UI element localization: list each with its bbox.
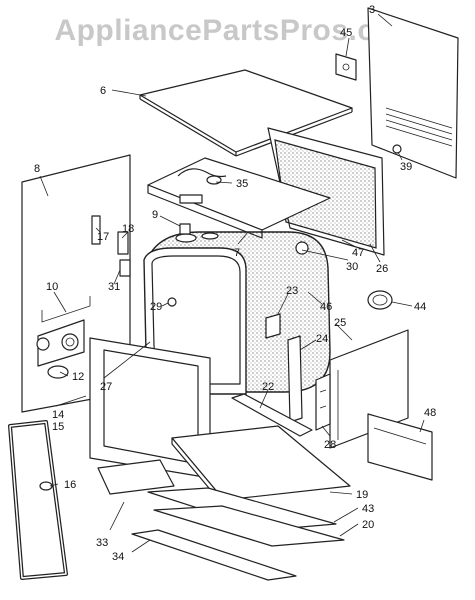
gasket-clip: [39, 481, 53, 491]
callout-34: 34: [112, 551, 124, 563]
top-frame: [147, 157, 331, 239]
watermark: AppliancePartsPros.com: [54, 14, 421, 47]
callout-39: 39: [400, 161, 412, 173]
callout-17: 17: [97, 231, 109, 243]
callout-22: 22: [262, 381, 274, 393]
callout-29: 29: [150, 301, 162, 313]
callout-48: 48: [424, 407, 436, 419]
callout-25: 25: [334, 317, 346, 329]
callout-3: 3: [369, 4, 375, 16]
callout-24: 24: [316, 333, 328, 345]
callout-18: 18: [122, 223, 134, 235]
bottom-trim: [131, 487, 345, 581]
top-cover: [139, 69, 353, 157]
callout-9: 9: [152, 209, 158, 221]
callout-14: 14: [52, 409, 64, 421]
callout-43: 43: [362, 503, 374, 515]
callout-30: 30: [346, 261, 358, 273]
door-gasket: [8, 420, 68, 580]
callout-47: 47: [352, 247, 364, 259]
hinge: [315, 373, 331, 431]
thermostat-control: [36, 296, 91, 367]
callout-7: 7: [234, 247, 240, 259]
callout-31: 31: [108, 281, 120, 293]
callout-28: 28: [324, 439, 336, 451]
callout-12: 12: [72, 371, 84, 383]
callout-33: 33: [96, 537, 108, 549]
leader-lines: [39, 13, 425, 553]
callout-45: 45: [340, 27, 352, 39]
callout-27: 27: [100, 381, 112, 393]
support-rail: [231, 393, 313, 437]
screw: [392, 144, 402, 154]
kick-plate: [367, 413, 433, 481]
knob: [47, 365, 69, 379]
broiler-drawer: [97, 459, 175, 495]
rear-panel: [367, 7, 459, 179]
callout-35: 35: [236, 178, 248, 190]
callout-23: 23: [286, 285, 298, 297]
callout-20: 20: [362, 519, 374, 531]
callout-46: 46: [320, 301, 332, 313]
callout-labels: 3 45 6 39 8 35 9 18 17 31 7 30 47 26 10 …: [34, 4, 436, 563]
callout-10: 10: [46, 281, 58, 293]
callout-16: 16: [64, 479, 76, 491]
cavity-bracket: [265, 313, 281, 339]
callout-44: 44: [414, 301, 426, 313]
callout-6: 6: [100, 85, 106, 97]
callout-26: 26: [376, 263, 388, 275]
bracket: [335, 53, 357, 81]
callout-8: 8: [34, 163, 40, 175]
mounting-strip: [287, 335, 303, 423]
gasket: [367, 290, 393, 310]
callout-19: 19: [356, 489, 368, 501]
switch-bracket: [91, 215, 131, 277]
fitting: [179, 223, 191, 235]
callout-15: 15: [52, 421, 64, 433]
